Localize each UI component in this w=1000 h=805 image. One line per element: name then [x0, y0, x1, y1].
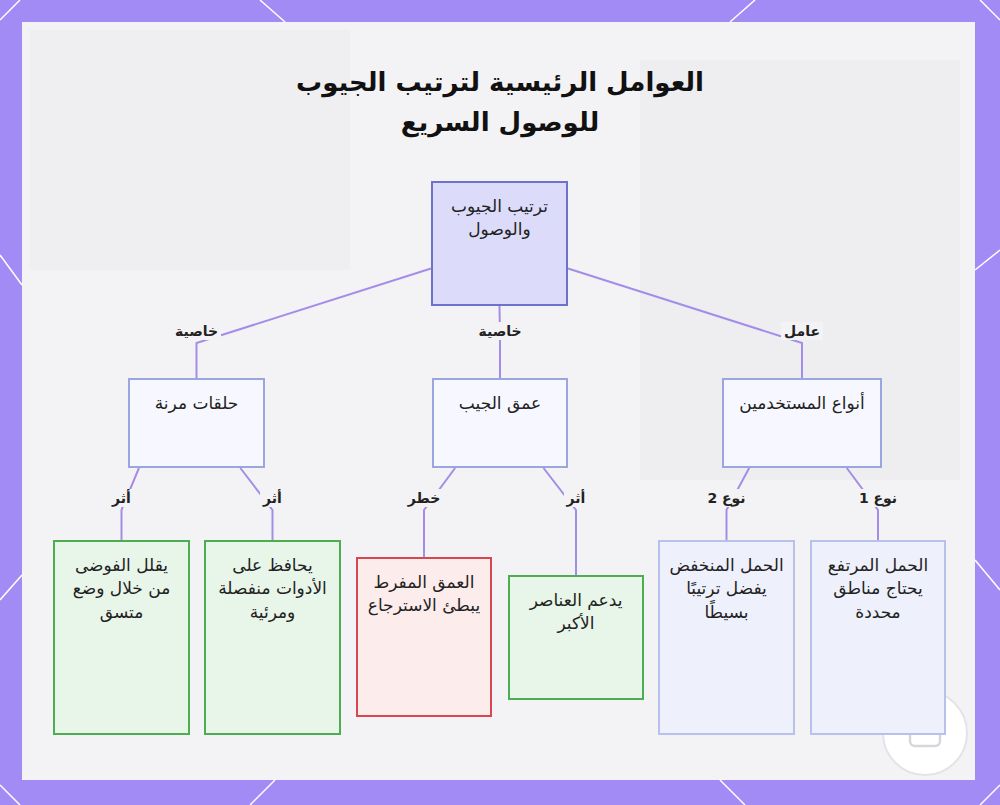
corner-line — [975, 250, 1000, 270]
corner-line — [730, 0, 755, 22]
edge-label: نوع 2 — [704, 489, 748, 507]
type-box: الحمل المنخفض يفضل ترتيبًا بسيطًا — [658, 540, 795, 735]
diagram-title: العوامل الرئيسية لترتيب الجيوب للوصول ال… — [280, 62, 720, 143]
edge-label: عامل — [781, 322, 823, 340]
node-text: يدعم العناصر الأكبر — [518, 589, 634, 636]
property-box: حلقات مرنة — [128, 378, 265, 468]
node-text: العمق المفرط يبطئ الاسترجاع — [366, 571, 482, 618]
faded-backdrop — [30, 30, 350, 270]
node-text: الحمل المنخفض يفضل ترتيبًا بسيطًا — [668, 554, 785, 624]
edge-label: خطر — [405, 489, 443, 507]
property-box: عمق الجيب — [432, 378, 568, 468]
corner-line — [0, 785, 20, 805]
connector-line — [499, 306, 502, 378]
risk-box: العمق المفرط يبطئ الاسترجاع — [356, 557, 492, 717]
faded-backdrop — [640, 60, 960, 480]
factor-box: أنواع المستخدمين — [722, 378, 882, 468]
corner-line — [0, 575, 22, 600]
effect-box: يقلل الفوضى من خلال وضع متسق — [53, 540, 190, 735]
node-text: يقلل الفوضى من خلال وضع متسق — [63, 554, 180, 624]
corner-line — [260, 0, 285, 22]
connector-line — [197, 269, 432, 379]
edge-label: أثر — [260, 489, 285, 507]
effect-box: يدعم العناصر الأكبر — [508, 575, 644, 700]
connector-line — [544, 468, 576, 575]
corner-line — [0, 255, 22, 285]
node-text: يحافظ على الأدوات منفصلة ومرئية — [214, 554, 331, 624]
edge-label: خاصية — [172, 322, 221, 340]
corner-line — [975, 560, 1000, 590]
edge-label: أثر — [564, 489, 589, 507]
connector-line — [568, 269, 802, 379]
node-text: حلقات مرنة — [138, 392, 255, 415]
node-text: عمق الجيب — [442, 392, 558, 415]
connector-line — [424, 468, 455, 557]
root-box: ترتيب الجيوب والوصول — [431, 181, 568, 306]
corner-line — [250, 780, 275, 805]
corner-line — [980, 0, 1000, 20]
node-text: أنواع المستخدمين — [732, 392, 872, 415]
effect-box: يحافظ على الأدوات منفصلة ومرئية — [204, 540, 341, 735]
edge-label: نوع 1 — [856, 489, 900, 507]
node-text: ترتيب الجيوب والوصول — [441, 195, 558, 242]
corner-line — [980, 785, 1000, 805]
edge-label: خاصية — [475, 322, 524, 340]
corner-line — [720, 780, 745, 805]
type-box: الحمل المرتفع يحتاج مناطق محددة — [810, 540, 946, 735]
edge-label: أثر — [109, 489, 134, 507]
node-text: الحمل المرتفع يحتاج مناطق محددة — [820, 554, 936, 624]
corner-line — [0, 0, 20, 20]
